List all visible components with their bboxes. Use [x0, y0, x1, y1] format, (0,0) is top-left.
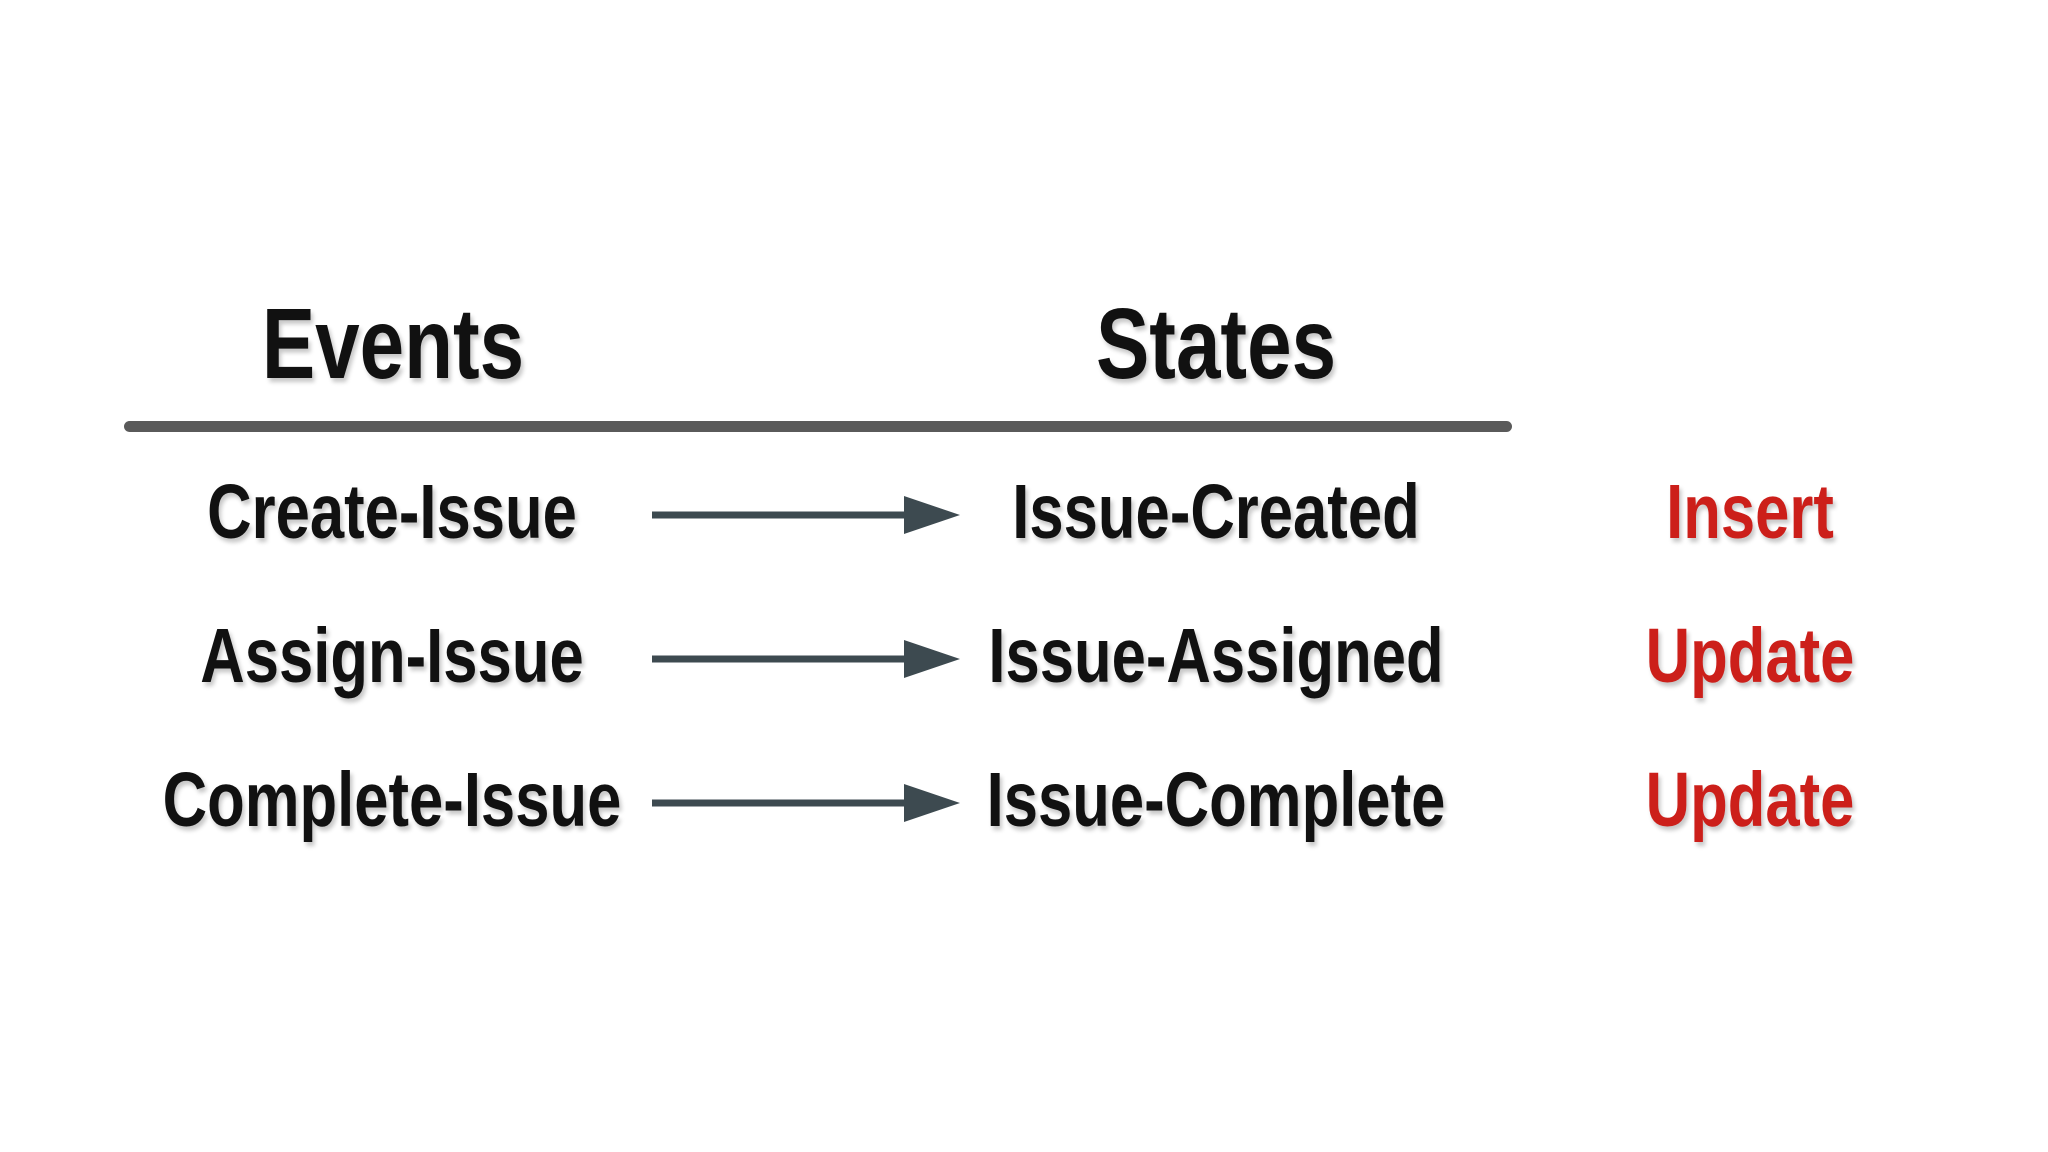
- operation-update-1: Update: [1645, 613, 1855, 699]
- event-complete-issue: Complete-Issue: [162, 757, 622, 843]
- event-assign-issue: Assign-Issue: [200, 613, 584, 699]
- operation-update-2: Update: [1645, 757, 1855, 843]
- state-issue-complete: Issue-Complete: [986, 757, 1446, 843]
- right-arrow-icon: [652, 784, 960, 822]
- states-header: States: [1095, 288, 1337, 400]
- state-issue-created: Issue-Created: [1012, 469, 1420, 555]
- header-divider: [124, 421, 1512, 432]
- events-header: Events: [261, 288, 525, 400]
- right-arrow-icon: [652, 640, 960, 678]
- state-issue-assigned: Issue-Assigned: [988, 613, 1444, 699]
- right-arrow-icon: [652, 496, 960, 534]
- operation-insert: Insert: [1666, 469, 1834, 555]
- event-create-issue: Create-Issue: [207, 469, 577, 555]
